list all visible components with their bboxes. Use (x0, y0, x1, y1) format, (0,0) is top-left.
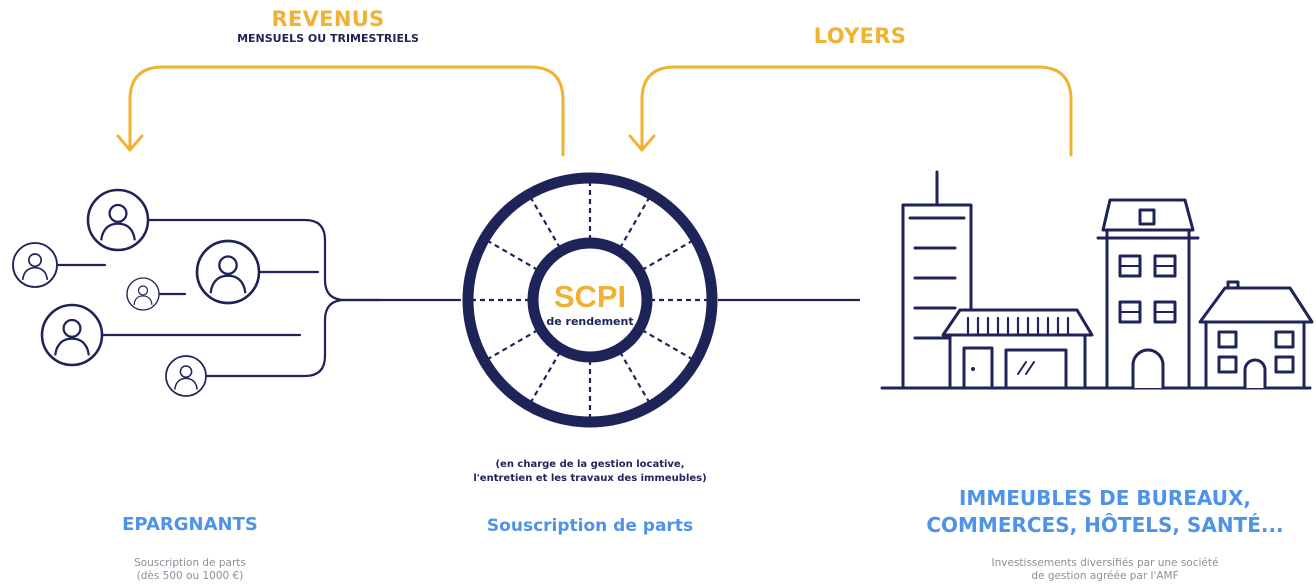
epargnants-desc-line2: (dès 500 ou 1000 €) (136, 570, 244, 582)
souscription-caption: Souscription de parts (486, 516, 694, 536)
shop-icon (941, 308, 1094, 390)
investor-avatar-4 (126, 277, 160, 311)
immeubles-title-line1: IMMEUBLES DE BUREAUX, (958, 486, 1252, 510)
investor-avatar-5 (40, 303, 104, 367)
buildings-illustration (880, 170, 1314, 390)
revenus-title: REVENUS (271, 7, 385, 31)
immeubles-title-line2: COMMERCES, HÔTELS, SANTÉ... (926, 513, 1284, 537)
loyers-title: LOYERS (813, 24, 907, 48)
investor-avatar-2 (12, 242, 58, 288)
immeubles-desc-line2: de gestion agréée par l'AMF (1031, 570, 1179, 582)
investor-network-lines (55, 218, 462, 378)
immeubles-desc-line1: Investissements diversifiés par une soci… (991, 557, 1219, 569)
scpi-title: SCPI (553, 279, 627, 314)
hotel-icon (1096, 198, 1200, 390)
revenus-subtitle: MENSUELS OU TRIMESTRIELS (237, 32, 419, 45)
investor-avatar-1 (86, 188, 150, 252)
scpi-subtitle: de rendement (546, 315, 634, 328)
epargnants-desc-line1: Souscription de parts (134, 557, 246, 569)
house-icon (1198, 280, 1314, 390)
investor-avatar-3 (195, 239, 261, 305)
scpi-ring (462, 172, 718, 428)
investor-avatar-6 (165, 355, 207, 397)
gestion-note-line1: (en charge de la gestion locative, (495, 459, 685, 470)
revenus-arrow (116, 65, 565, 157)
epargnants-title: EPARGNANTS (122, 514, 258, 535)
gestion-note-line2: l'entretien et les travaux des immeubles… (473, 473, 707, 484)
loyers-arrow (628, 65, 1073, 157)
